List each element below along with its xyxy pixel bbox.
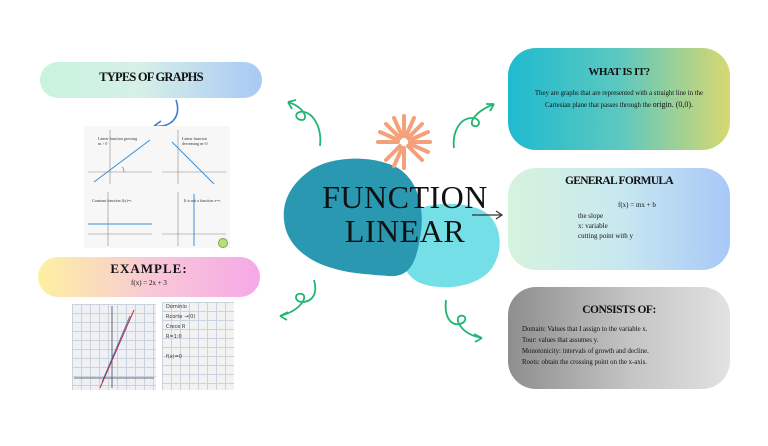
- what-is-it-origin: origin. (0,0).: [652, 100, 694, 109]
- note-line-5: f(x)=0: [166, 354, 182, 360]
- example-graph-plot: [74, 306, 154, 389]
- arrow-upper-left-icon: [287, 99, 322, 147]
- consists-line-monotonicity: Monotonicity: intervals of growth and de…: [522, 348, 649, 355]
- consists-line-roots: Roots: obtain the crossing point on the …: [522, 359, 647, 366]
- types-of-graphs-title: TYPES OF GRAPHS: [99, 70, 203, 84]
- center-title-line2: LINEAR: [344, 213, 466, 249]
- consists-of-title: CONSISTS OF:: [582, 304, 656, 316]
- example-notes-photo: Dominio Rcorte →(0) Crece R R=1:0 f(x)=0: [162, 302, 234, 390]
- arrow-lower-left-icon: [279, 279, 317, 321]
- consists-of-card: CONSISTS OF: Domain: Values that I assig…: [508, 287, 730, 389]
- graph-constant-label: Constant function f(x)=c: [92, 198, 132, 203]
- what-is-it-card: WHAT IS IT? They are graphs that are rep…: [508, 48, 730, 150]
- note-line-4: R=1:0: [166, 334, 182, 340]
- dark-blob: [283, 158, 422, 277]
- graph-decreasing-label: Linear function decreasing m<0: [182, 136, 208, 146]
- what-is-it-title: WHAT IS IT?: [588, 66, 650, 78]
- note-line-3: Crece R: [166, 324, 186, 330]
- graph-vertical-label: It is not a function x=c: [184, 198, 221, 203]
- center-title-line1: FUNCTION: [322, 179, 488, 215]
- example-formula: f(x) = 2x + 3: [131, 279, 167, 287]
- graph-growing: [88, 130, 152, 184]
- note-line-1: Dominio: [166, 304, 187, 310]
- consists-line-tour: Tour: values that assumes y.: [522, 337, 599, 344]
- graph-growing-label: Linear function growing m > 0: [98, 136, 138, 146]
- graph-constant: [88, 192, 152, 246]
- center-title: FUNCTION LINEAR: [300, 180, 510, 248]
- green-dot-icon: [218, 238, 228, 248]
- general-formula-equation: f(x) = mx + b: [618, 201, 656, 209]
- center-blobs: [283, 158, 500, 288]
- arrow-right-icon: [472, 210, 504, 220]
- note-line-2: Rcorte →(0): [166, 314, 196, 320]
- arrow-lower-right-icon: [444, 299, 483, 343]
- graphs-thumbnail: Linear function growing m > 0 Linear fun…: [84, 126, 230, 248]
- general-formula-card: GENERAL FORMULA f(x) = mx + b the slope …: [508, 168, 730, 270]
- consists-line-domain: Domain: Values that I assign to the vari…: [522, 326, 648, 333]
- example-header: EXAMPLE: f(x) = 2x + 3: [38, 257, 260, 297]
- formula-line-intercept: cutting point with y: [578, 232, 634, 240]
- sun-icon: [376, 114, 432, 170]
- types-of-graphs-header: TYPES OF GRAPHS: [40, 62, 262, 98]
- example-title: EXAMPLE:: [110, 261, 188, 276]
- general-formula-title: GENERAL FORMULA: [564, 175, 674, 187]
- light-blob: [400, 203, 500, 288]
- formula-line-variable: x: variable: [578, 222, 608, 230]
- example-graph-photo: [72, 304, 156, 390]
- graph-decreasing: [162, 130, 226, 185]
- graph-vertical: [162, 192, 226, 246]
- formula-line-slope: the slope: [578, 212, 604, 220]
- what-is-it-body: They are graphs that are represented wit…: [534, 90, 704, 109]
- arrow-upper-right-icon: [452, 103, 495, 149]
- what-is-it-text: They are graphs that are represented wit…: [528, 88, 710, 111]
